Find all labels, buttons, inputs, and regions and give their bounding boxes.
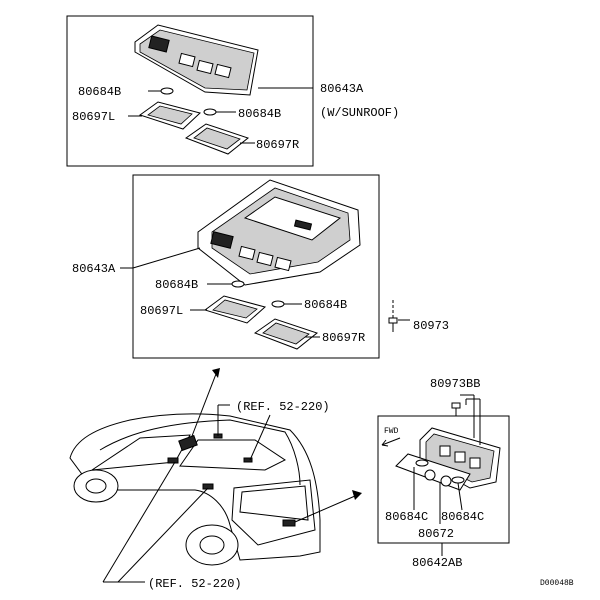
label-rear-lens: 80672 — [418, 527, 454, 541]
label-top-lens-left: 80697L — [72, 110, 115, 124]
middle-group-box — [132, 174, 380, 359]
rear-bulb-left-illustration — [415, 459, 429, 467]
label-middle-bulb-left: 80684B — [155, 278, 198, 292]
top-group-box — [66, 15, 314, 167]
label-top-lens-right: 80697R — [256, 138, 299, 152]
top-bulb-right-illustration — [203, 108, 217, 116]
label-diagram-code: D00048B — [540, 579, 574, 588]
rear-group-box — [377, 415, 510, 544]
label-middle-lens-left: 80697L — [140, 304, 183, 318]
label-top-assembly-note: (W/SUNROOF) — [320, 106, 399, 120]
label-middle-lens-right: 80697R — [322, 331, 365, 345]
label-middle-bulb-right: 80684B — [304, 298, 347, 312]
label-rear-bulb-right: 80684C — [441, 510, 484, 524]
arrow-head-rear-lamp — [352, 490, 362, 500]
vehicle-illustration — [69, 413, 321, 566]
top-bulb-left-illustration — [160, 87, 174, 95]
middle-lens-right-illustration — [253, 318, 319, 350]
label-top-bulb-left: 80684B — [78, 85, 121, 99]
arrow-to-console — [191, 373, 217, 437]
screw-illustration — [388, 300, 410, 332]
label-rear-assembly: 80642AB — [412, 556, 462, 570]
middle-bulb-right-illustration — [271, 300, 285, 308]
middle-lens-left-illustration — [203, 295, 267, 324]
label-top-bulb-right: 80684B — [238, 107, 281, 121]
middle-console-illustration — [197, 179, 361, 286]
label-screw: 80973 — [413, 319, 449, 333]
top-lens-right-illustration — [184, 123, 250, 155]
fwd-arrow-icon — [381, 437, 401, 447]
label-ref-bottom: (REF. 52-220) — [148, 577, 242, 591]
middle-bulb-left-illustration — [231, 280, 245, 288]
arrow-head-console — [212, 368, 220, 378]
top-console-illustration — [134, 24, 259, 96]
rear-screw-illustration — [451, 394, 481, 445]
rear-bulb-right-illustration — [451, 476, 465, 484]
label-middle-assembly: 80643A — [72, 262, 116, 276]
top-lens-left-illustration — [138, 101, 202, 130]
label-ref-top: (REF. 52-220) — [236, 400, 330, 414]
arrow-to-rear-lamp — [294, 495, 356, 523]
label-rear-screw: 80973BB — [430, 377, 480, 391]
rear-lens-illustration — [395, 453, 471, 491]
label-fwd: FWD — [384, 427, 399, 436]
label-rear-bulb-left: 80684C — [385, 510, 428, 524]
label-top-assembly: 80643A — [320, 82, 364, 96]
